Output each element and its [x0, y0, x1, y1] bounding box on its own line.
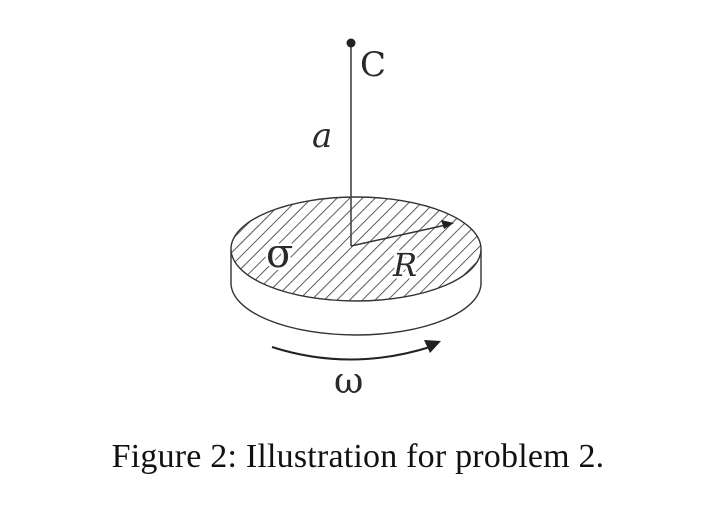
point-c-dot [346, 38, 356, 48]
radius-arrow [350, 220, 454, 247]
axis-line [346, 38, 356, 246]
rotation-arrow [271, 340, 441, 361]
label-radius-r: R [392, 246, 417, 284]
label-distance-a: a [312, 116, 332, 156]
disk-top-face [230, 196, 482, 302]
label-omega: ω [334, 361, 363, 402]
label-point-c: C [360, 45, 386, 85]
figure-caption: Figure 2: Illustration for problem 2. [111, 438, 605, 475]
label-sigma: σ [266, 231, 293, 277]
